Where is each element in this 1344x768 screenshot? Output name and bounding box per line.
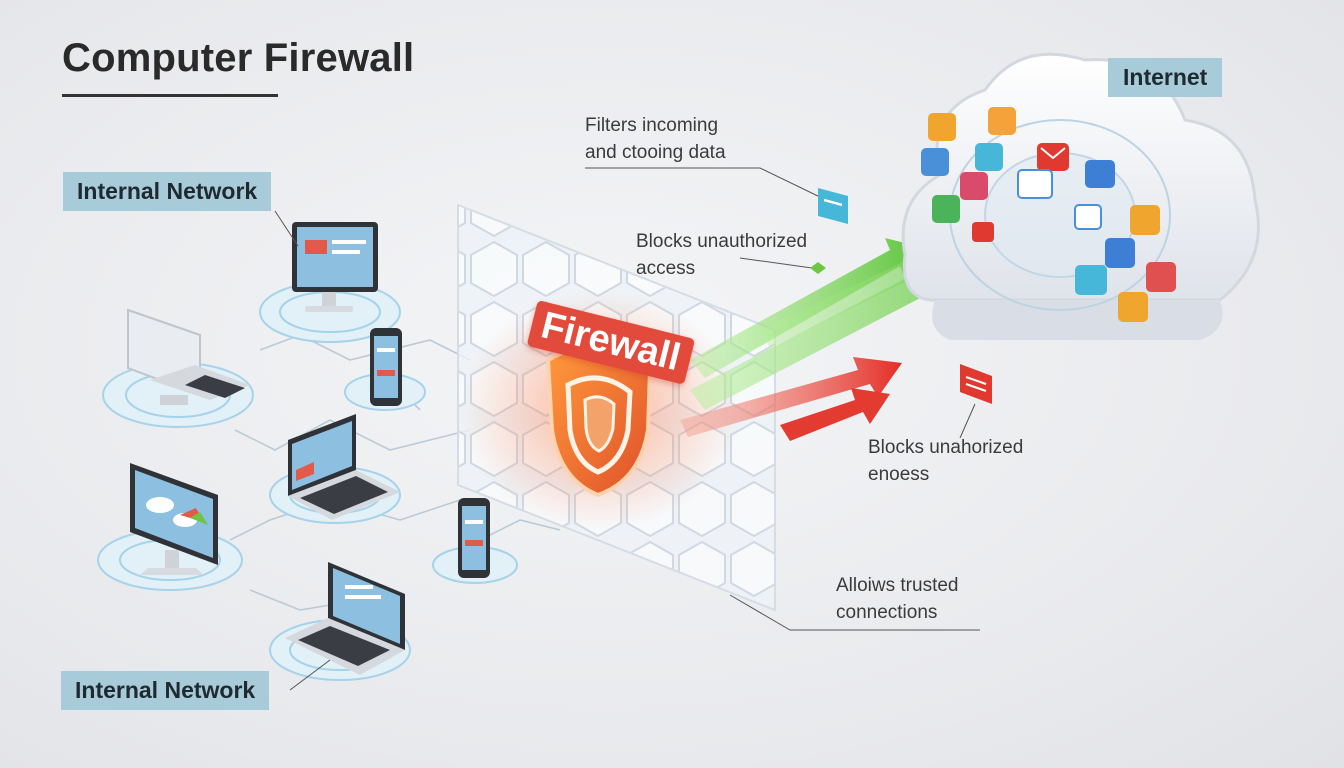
music-icon	[1118, 292, 1148, 322]
callout-line: and ctooing data	[585, 142, 726, 163]
mail-icon	[972, 222, 994, 242]
allowed-marker	[810, 262, 826, 274]
blocked-packet-icon	[960, 364, 992, 404]
mail-icon	[1074, 204, 1102, 230]
settings-icon	[932, 195, 960, 223]
desktop-icon	[292, 222, 378, 312]
callout-line: Blocks unahorized	[868, 437, 1024, 458]
internet-label: Internet	[1108, 58, 1223, 97]
callout-allows: Alloiws trusted connections	[836, 572, 959, 626]
cloud-app-icons	[921, 107, 1176, 322]
callout-line: Filters incoming	[585, 115, 719, 136]
phone-icon	[370, 328, 402, 406]
mail-icon	[1085, 160, 1115, 188]
doc-icon	[1075, 265, 1107, 295]
callout-line: connections	[836, 602, 938, 623]
callout-blocks-access: Blocks unauthorized access	[636, 228, 807, 282]
chat-icon	[1105, 238, 1135, 268]
doc-icon	[1017, 169, 1053, 199]
doc-icon	[928, 113, 956, 141]
callout-filters: Filters incoming and ctooing data	[585, 112, 726, 166]
phone-icon	[458, 498, 490, 578]
laptop-icon	[127, 308, 250, 405]
page-title: Computer Firewall	[62, 36, 415, 80]
leader-lines	[274, 167, 980, 691]
internal-network-label: Internal Network	[63, 172, 272, 211]
settings-icon	[1130, 205, 1160, 235]
callout-blocks-egress: Blocks unahorized enoess	[868, 434, 1023, 488]
title-underline	[62, 94, 278, 97]
callout-line: enoess	[868, 464, 930, 485]
desktop-icon	[130, 463, 218, 575]
chat-icon	[988, 107, 1016, 135]
laptop-icon	[288, 414, 400, 520]
callout-line: access	[636, 258, 696, 279]
doc-icon	[921, 148, 949, 176]
laptop-icon	[285, 562, 405, 675]
internal-network-label: Internal Network	[61, 671, 270, 710]
data-packet-icon	[818, 188, 848, 224]
callout-line: Alloiws trusted	[836, 575, 959, 596]
music-icon	[960, 172, 988, 200]
contact-icon	[975, 143, 1003, 171]
block-arrows	[680, 357, 902, 441]
contact-icon	[1146, 262, 1176, 292]
callout-line: Blocks unauthorized	[636, 231, 808, 252]
